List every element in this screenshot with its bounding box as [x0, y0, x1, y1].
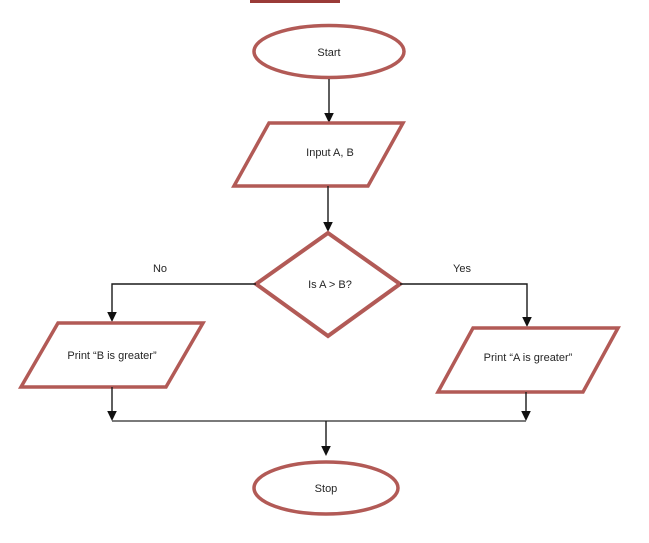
print-a-node: [435, 326, 621, 394]
input-label: Input A, B: [306, 147, 354, 159]
input-node: [231, 121, 406, 188]
arrowhead-input-to-decision: [323, 222, 333, 232]
arrowhead-no-branch: [107, 312, 117, 322]
yes-branch-label: Yes: [453, 263, 471, 275]
arrowhead-print-a-to-junction: [521, 411, 531, 421]
no-branch-label: No: [153, 263, 167, 275]
start-node: [252, 23, 406, 80]
arrowhead-yes-branch: [522, 317, 532, 327]
stop-node: [252, 460, 400, 516]
print-a-label: Print “A is greater”: [484, 352, 573, 364]
clipped-shape-top: [250, 0, 340, 3]
decision-node: [252, 230, 404, 339]
arrowhead-start-to-input: [324, 113, 334, 123]
edge-no-branch: [111, 283, 256, 313]
start-label: Start: [317, 47, 340, 59]
arrowhead-junction-to-stop: [321, 446, 331, 456]
edge-yes-branch: [400, 283, 528, 318]
print-b-label: Print “B is greater”: [67, 350, 157, 362]
decision-label: Is A > B?: [308, 279, 352, 291]
arrowhead-print-b-to-junction: [107, 411, 117, 421]
print-b-node: [17, 321, 207, 389]
stop-label: Stop: [315, 483, 338, 495]
